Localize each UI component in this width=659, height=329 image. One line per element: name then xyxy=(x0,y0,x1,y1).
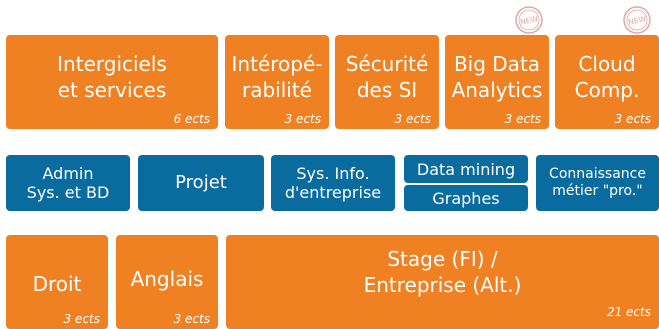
course-intergiciels: Intergiciels et services 6 ects xyxy=(6,35,218,129)
ects-label: 3 ects xyxy=(614,112,651,126)
course-title-line: rabilité xyxy=(242,78,312,102)
topic-graphes: Graphes xyxy=(404,185,528,211)
topic-title-line: Connaissance xyxy=(549,166,646,182)
course-title-line: Droit xyxy=(32,272,82,296)
course-interoperabilite: Intéropé- rabilité 3 ects xyxy=(225,35,329,129)
course-title-line: Stage (FI) / xyxy=(387,247,498,271)
course-title-line: Comp. xyxy=(574,78,640,102)
topic-title-line: Sys. et BD xyxy=(26,183,110,202)
ects-label: 3 ects xyxy=(63,312,100,326)
course-anglais: Anglais 3 ects xyxy=(116,235,218,329)
course-title-line: et services xyxy=(57,78,167,102)
course-title-line: Analytics xyxy=(451,78,543,102)
course-title-line: Anglais xyxy=(130,267,204,291)
course-title-line: Big Data xyxy=(453,52,541,76)
course-title-line: Intergiciels xyxy=(57,52,167,76)
new-badge-icon: NEW xyxy=(515,6,543,34)
ects-label: 3 ects xyxy=(284,112,321,126)
course-title-line: Entreprise (Alt.) xyxy=(363,273,522,297)
ects-label: 3 ects xyxy=(504,112,541,126)
topic-title-line: Projet xyxy=(175,172,227,193)
topic-title-line: d'entreprise xyxy=(284,183,382,202)
ects-label: 3 ects xyxy=(394,112,431,126)
course-title-line: Cloud xyxy=(578,52,636,76)
new-badge-text: NEW xyxy=(627,14,647,27)
topic-data-mining: Data mining xyxy=(404,155,528,183)
topic-title-line: Admin xyxy=(42,164,94,183)
topic-sys-info-entreprise: Sys. Info. d'entreprise xyxy=(271,155,395,211)
course-title-line: des SI xyxy=(356,78,418,102)
topic-title-line: Data mining xyxy=(416,159,516,179)
topic-connaissance-metier: Connaissance métier "pro." xyxy=(536,155,659,211)
course-stage: Stage (FI) / Entreprise (Alt.) 21 ects xyxy=(226,235,659,329)
topic-title-line: Sys. Info. xyxy=(296,164,370,183)
topic-title-line: Graphes xyxy=(432,188,500,208)
topic-admin-sys-bd: Admin Sys. et BD xyxy=(6,155,130,211)
course-securite: Sécurité des SI 3 ects xyxy=(335,35,439,129)
course-title-line: Intéropé- xyxy=(231,52,323,76)
topic-title-line: métier "pro." xyxy=(552,183,643,199)
ects-label: 21 ects xyxy=(606,305,651,319)
new-badge-text: NEW xyxy=(519,14,539,27)
topic-projet: Projet xyxy=(138,155,264,211)
course-title-line: Sécurité xyxy=(345,52,429,76)
ects-label: 3 ects xyxy=(173,312,210,326)
course-cloud: Cloud Comp. 3 ects xyxy=(555,35,659,129)
course-big-data: Big Data Analytics 3 ects xyxy=(445,35,549,129)
course-droit: Droit 3 ects xyxy=(6,235,108,329)
ects-label: 6 ects xyxy=(173,112,210,126)
new-badge-icon: NEW xyxy=(623,6,651,34)
